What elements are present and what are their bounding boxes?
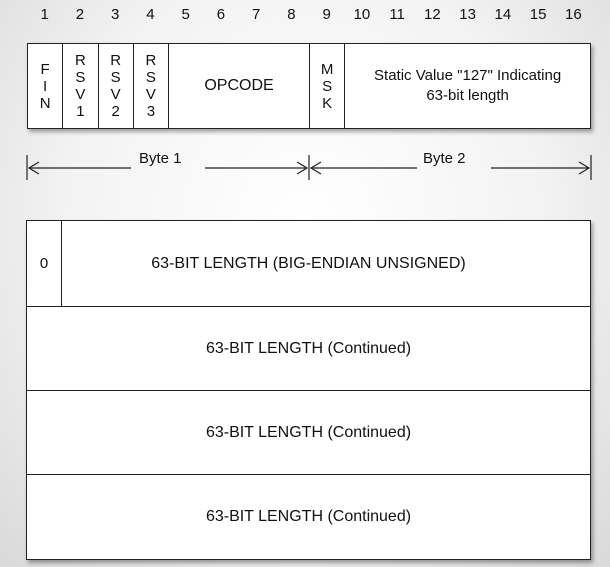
payload-length-field: Static Value "127" Indicating 63-bit len… [374,67,562,104]
length-row-label: 63-BIT LENGTH (Continued) [205,423,412,441]
byte-2-label: Byte 2 [423,150,466,167]
frame-header-row: F I N R S V 1 R S V 2 R S V 3 OPCODE M [27,43,591,129]
byte-span-area: Byte 1 Byte 2 [25,140,595,190]
rsv3-field: R S V 3 [134,44,169,128]
msb-zero-bit: 0 [27,221,62,306]
length-row-4: 63-BIT LENGTH (Continued) [27,475,590,559]
bit-number-row: 1 2 3 4 5 6 7 8 9 10 11 12 13 14 15 16 [27,6,591,28]
byte-1-label: Byte 1 [139,150,182,167]
bit-number: 13 [459,6,476,23]
bit-number: 4 [146,6,155,23]
length-row-1: 0 63-BIT LENGTH (BIG-ENDIAN UNSIGNED) [27,221,590,307]
bit-number: 6 [216,6,226,23]
fin-field: F I N [28,44,64,128]
bit-number: 3 [110,6,120,23]
length-row-3: 63-BIT LENGTH (Continued) [27,391,590,475]
bit-number: 10 [353,6,371,23]
bit-number: 7 [251,6,261,23]
length-row-label: 63-BIT LENGTH (Continued) [205,508,412,525]
rsv2-field: R S V 2 [99,44,134,128]
bit-number: 11 [389,6,405,23]
rsv1-field: R S V 1 [63,44,99,128]
opcode-field: OPCODE [169,44,310,128]
bit-number: 16 [565,6,582,23]
extended-length-block: 0 63-BIT LENGTH (BIG-ENDIAN UNSIGNED) 63… [26,220,591,560]
bit-number: 15 [529,6,547,23]
byte-span-arrows [26,155,592,180]
length-row-label: 63-BIT LENGTH (Continued) [205,339,412,357]
bit-number: 1 [40,6,49,23]
length-row-2: 63-BIT LENGTH (Continued) [27,307,590,391]
length-row-label: 63-BIT LENGTH (BIG-ENDIAN UNSIGNED) [151,254,466,272]
bit-number: 8 [287,6,296,23]
mask-field: M S K [310,44,346,128]
bit-number: 5 [181,6,190,23]
bit-number: 2 [75,6,85,23]
bit-number: 14 [494,6,512,23]
bit-number: 9 [322,6,331,23]
bit-number: 12 [424,6,441,23]
